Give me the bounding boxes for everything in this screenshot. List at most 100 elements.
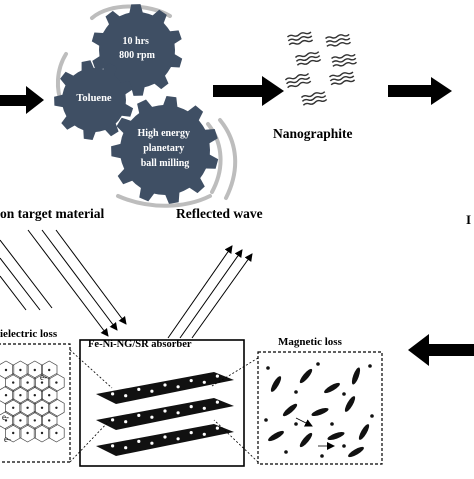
grain-hexagon	[26, 360, 43, 380]
grain-dot	[4, 368, 8, 372]
grain-dot	[26, 431, 29, 435]
reflected-waves	[167, 245, 253, 339]
grain-hexagon	[41, 385, 58, 405]
particle-dot	[176, 437, 180, 441]
grain-hexagon	[41, 410, 58, 430]
grain-dot	[55, 406, 58, 409]
gear-icon	[111, 96, 219, 204]
gear-to-nanographite-arrow	[213, 76, 284, 106]
particle-dot	[150, 389, 154, 393]
grain-hexagon	[19, 373, 36, 393]
magnetic-particle	[324, 382, 340, 394]
particle-dot	[176, 385, 180, 389]
graphite-flake	[294, 51, 322, 66]
magnetic-particle	[327, 431, 345, 441]
particle-dot	[202, 380, 206, 384]
graphite-flake	[331, 53, 358, 67]
magnetic-dot	[330, 422, 334, 426]
particle-dot	[137, 413, 141, 417]
gear-bottom-label: High energy planetary ball milling	[138, 128, 193, 169]
grain-hexagon	[19, 423, 36, 443]
particle-dot	[189, 431, 193, 435]
magnetic-dot	[320, 454, 324, 458]
grain-hexagon	[5, 373, 22, 393]
magnetic-dot	[316, 362, 320, 366]
magnetic-dot	[342, 392, 346, 396]
grain-hexagon	[0, 385, 15, 405]
grain-dot	[19, 368, 22, 372]
grain-dot	[40, 406, 44, 409]
absorber-box	[79, 339, 245, 467]
incident-wave-label: on target material	[0, 206, 105, 221]
magnetic-particle	[311, 407, 329, 417]
grain-hexagon	[5, 398, 22, 418]
graphite-flake	[325, 33, 352, 47]
grain-hexagon	[48, 423, 65, 443]
grain-hexagon	[33, 398, 51, 418]
grain-dot	[55, 381, 58, 384]
particle-dot	[215, 426, 219, 430]
gear-icon	[54, 60, 134, 141]
nanographite-flakes	[284, 31, 358, 106]
grain-dot	[55, 431, 58, 435]
magnetic-dot	[342, 444, 346, 448]
particle-dot	[124, 446, 128, 450]
graphite-flake	[300, 91, 328, 106]
particle-dot	[150, 415, 154, 419]
spin-arrow	[295, 417, 313, 427]
grain-dot	[26, 406, 29, 409]
particle-dot	[111, 392, 115, 396]
particle-dot	[163, 383, 167, 387]
dielectric-loss-label: ielectric loss	[0, 328, 58, 340]
grain-dot	[4, 419, 8, 422]
particle-dot	[176, 411, 180, 415]
electron-label: e-	[4, 434, 11, 444]
magnetic-loss-box	[257, 351, 383, 465]
grain-dot	[48, 419, 51, 422]
magnetic-particle	[348, 446, 364, 458]
nanographite-to-right-arrow	[388, 77, 452, 105]
grain-hexagon	[19, 398, 36, 418]
particle-dot	[163, 409, 167, 413]
grain-hexagon	[12, 385, 29, 405]
particle-dot	[189, 405, 193, 409]
magnetic-dot	[294, 390, 298, 394]
grain-dot	[33, 394, 36, 397]
grain-dot	[33, 419, 36, 422]
grain-hexagon	[12, 360, 29, 380]
grain-dot	[12, 381, 15, 384]
particle-dot	[124, 420, 128, 424]
magnetic-particle	[299, 432, 313, 448]
grain-dot	[48, 368, 51, 372]
grain-dot	[48, 394, 51, 397]
magnetic-particles	[264, 362, 374, 458]
incident-waves	[0, 229, 127, 337]
right-to-magnetic-arrow	[408, 334, 474, 366]
left-process-arrow	[0, 86, 44, 114]
particle-dot	[111, 444, 115, 448]
particle-dot	[215, 374, 219, 378]
grain-dot	[12, 406, 15, 409]
particle-dot	[137, 439, 141, 443]
zoom-connectors	[69, 349, 259, 463]
magnetic-dot	[284, 450, 288, 454]
particle-dot	[202, 406, 206, 410]
particle-dot	[124, 394, 128, 398]
magnetic-particle	[282, 403, 298, 417]
grain-dot	[40, 431, 44, 435]
grain-dot	[33, 368, 36, 372]
dielectric-loss-box	[0, 343, 71, 463]
magnetic-loss-label: Magnetic loss	[278, 336, 342, 348]
grain-hexagon	[33, 373, 51, 393]
particle-dot	[215, 400, 219, 404]
particle-dot	[137, 387, 141, 391]
magnetic-dot	[368, 364, 372, 368]
grain-dot	[26, 381, 29, 384]
grain-dot	[19, 419, 22, 422]
grain-dot	[19, 394, 22, 397]
magnetic-dot	[294, 422, 298, 426]
grain-dot	[4, 394, 8, 397]
particle-dot	[202, 432, 206, 436]
